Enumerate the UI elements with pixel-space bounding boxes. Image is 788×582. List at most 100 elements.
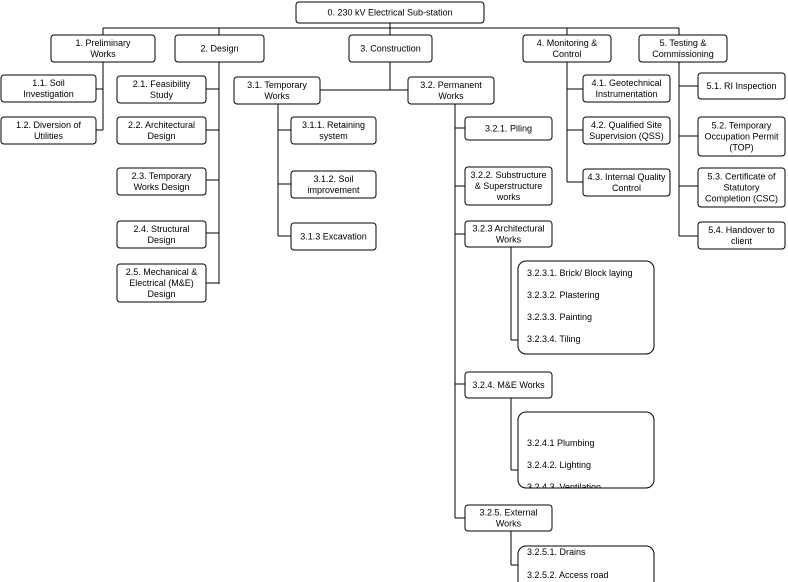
node-design-box: [174, 34, 265, 63]
node-feasibility-study-label: 2.1. Feasibility: [133, 79, 191, 89]
node-construction-box: [348, 34, 433, 63]
node-geotechnical-instrumentation-label: 4.1. Geotechnical: [591, 78, 661, 88]
node-ri-inspection[interactable]: 5.1. RI Inspection: [697, 72, 786, 100]
node-testing-commissioning[interactable]: 5. Testing &Commissioning: [638, 34, 728, 63]
node-architectural-works-box: [464, 220, 553, 248]
node-architectural-design-label: 2.2. Architectural: [128, 120, 195, 130]
node-permanent-works-label: Works: [438, 91, 464, 101]
list-item[interactable]: 3.2.4.3. Ventilation: [527, 482, 601, 492]
node-excavation[interactable]: 3.1.3 Excavation: [290, 222, 377, 251]
node-retaining-system-box: [290, 116, 377, 145]
node-retaining-system-label: system: [319, 131, 348, 141]
node-temporary-works-box: [233, 76, 321, 105]
node-permanent-works-label: 3.2. Permanent: [420, 80, 482, 90]
node-qualified-site-supervision-label: 4.2. Qualified Site: [591, 120, 662, 130]
node-diversion-utilities-box: [0, 116, 97, 145]
node-temporary-works-design-label: Works Design: [134, 182, 190, 192]
node-soil-investigation-label: 1.1. Soil: [32, 78, 65, 88]
node-diversion-utilities-label: Utilities: [34, 131, 64, 141]
node-substructure-label: 3.2.2. Substructure: [470, 170, 546, 180]
node-ri-inspection-label: 5.1. RI Inspection: [706, 81, 776, 91]
list-item[interactable]: 3.2.5.2. Access road: [527, 570, 609, 580]
list-external-works-box: [517, 545, 655, 582]
node-piling[interactable]: 3.2.1. Piling: [464, 116, 553, 141]
node-testing-commissioning-label: Commissioning: [652, 49, 714, 59]
node-retaining-system-label: 3.1.1. Retaining: [302, 120, 365, 130]
node-external-works-label: Works: [496, 519, 522, 529]
node-temporary-occupation-permit-label: Occupation Permit: [704, 132, 779, 142]
node-me-design-box: [116, 263, 207, 303]
node-certificate-statutory-completion-label: Completion (CSC): [705, 194, 778, 204]
list-me-works: 3.2.4.1 Plumbing 3.2.4.2. Lighting 3.2.4.3…: [517, 411, 655, 492]
node-handover-client-label: 5.4. Handover to: [708, 225, 775, 235]
root-node-label: 0. 230 kV Electrical Sub-station: [327, 8, 452, 18]
list-item[interactable]: 3.2.3.1. Brick/ Block laying: [527, 268, 633, 278]
node-internal-quality-control-box: [582, 168, 671, 197]
node-internal-quality-control-label: Control: [612, 183, 641, 193]
node-soil-improvement-label: 3.1.2. Soil: [313, 174, 353, 184]
list-item[interactable]: 3.2.3.3. Painting: [527, 312, 592, 322]
node-structural-design-label: 2.4. Structural: [133, 224, 189, 234]
node-design[interactable]: 2. Design: [174, 34, 265, 63]
node-construction[interactable]: 3. Construction: [348, 34, 433, 63]
node-testing-commissioning-label: 5. Testing &: [660, 38, 707, 48]
node-diversion-utilities-label: 1.2. Diversion of: [16, 120, 82, 130]
node-feasibility-study-label: Study: [150, 90, 174, 100]
node-temporary-occupation-permit-label: (TOP): [729, 143, 753, 153]
node-testing-commissioning-box: [638, 34, 728, 63]
node-me-design[interactable]: 2.5. Mechanical &Electrical (M&E)Design: [116, 263, 207, 303]
node-architectural-works-label: 3.2.3 Architectural: [472, 224, 544, 234]
node-external-works-label: 3.2.5. External: [479, 508, 537, 518]
root-node[interactable]: 0. 230 kV Electrical Sub-station: [295, 1, 485, 24]
node-architectural-design-label: Design: [147, 131, 175, 141]
node-piling-box: [464, 116, 553, 141]
node-piling-label: 3.2.1. Piling: [485, 124, 532, 134]
node-excavation-box: [290, 222, 377, 251]
list-item[interactable]: 3.2.4.2. Lighting: [527, 460, 591, 470]
node-me-works[interactable]: 3.2.4. M&E Works: [464, 371, 553, 399]
node-ri-inspection-box: [697, 72, 786, 100]
node-temporary-occupation-permit-label: 5.2. Temporary: [712, 121, 772, 131]
list-item[interactable]: 3.2.5.1. Drains: [527, 547, 586, 557]
list-item[interactable]: 3.2.3.4. Tiling: [527, 334, 581, 344]
node-handover-client-box: [697, 221, 786, 250]
node-me-works-label: 3.2.4. M&E Works: [472, 380, 545, 390]
node-architectural-works-label: Works: [496, 235, 522, 245]
node-structural-design-label: Design: [147, 235, 175, 245]
node-permanent-works-box: [407, 76, 495, 105]
list-item[interactable]: 3.2.3.2. Plastering: [527, 290, 600, 300]
node-monitoring-control-label: 4. Monitoring &: [537, 38, 598, 48]
node-substructure-label: & Superstructure: [475, 181, 543, 191]
list-item[interactable]: 3.2.4.1 Plumbing: [527, 438, 595, 448]
node-preliminary-works-label: 1. Preliminary: [75, 38, 131, 48]
node-qualified-site-supervision-box: [582, 116, 671, 145]
node-monitoring-control[interactable]: 4. Monitoring &Control: [522, 34, 612, 63]
node-temporary-works-design-box: [116, 167, 207, 196]
node-external-works-box: [464, 504, 553, 532]
node-architectural-design-box: [116, 116, 207, 145]
node-internal-quality-control-label: 4.3. Internal Quality: [587, 172, 666, 182]
node-monitoring-control-box: [522, 34, 612, 63]
